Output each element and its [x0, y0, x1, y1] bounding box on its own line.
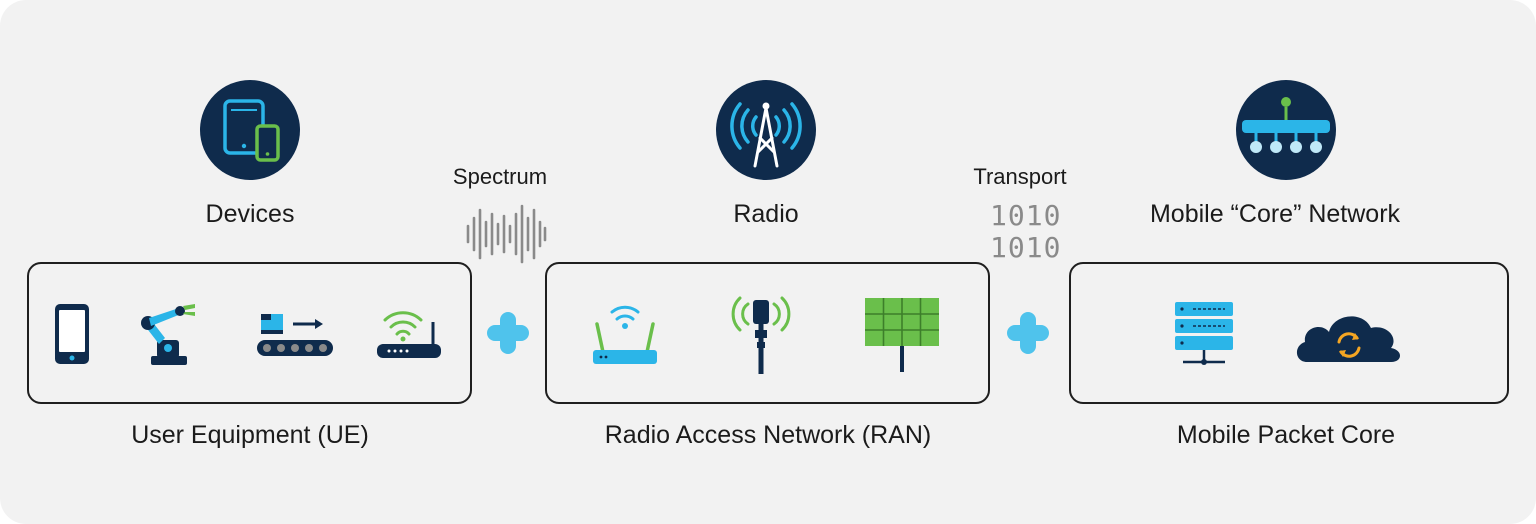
cloud-sync-icon	[1296, 316, 1400, 362]
spectrum-label: Spectrum	[452, 164, 548, 189]
waveform-icon	[466, 204, 547, 264]
wifi-access-point-icon	[593, 305, 657, 364]
core-group-label: Mobile Packet Core	[1176, 421, 1396, 449]
conveyor-icon	[257, 314, 333, 356]
robot-arm-icon	[141, 304, 195, 365]
antenna-panel-icon	[865, 298, 939, 372]
radio-tower-icon	[730, 102, 802, 168]
binary-line: 1010	[990, 231, 1062, 264]
plus-icon	[487, 312, 529, 354]
ue-group-box	[27, 262, 472, 404]
network-hub-icon	[1242, 97, 1330, 153]
core-group-box	[1069, 262, 1509, 404]
plus-icon	[1007, 312, 1049, 354]
devices-icon-circle	[200, 80, 300, 180]
core-network-label: Mobile “Core” Network	[1149, 200, 1401, 228]
devices-label: Devices	[205, 200, 295, 228]
ran-group-label: Radio Access Network (RAN)	[604, 421, 932, 449]
transport-label: Transport	[973, 164, 1067, 189]
binary-line: 1010	[990, 199, 1062, 232]
ue-group-label: User Equipment (UE)	[131, 421, 369, 449]
small-cell-antenna-icon	[731, 296, 791, 374]
server-stack-icon	[1175, 302, 1233, 365]
radio-icon-circle	[716, 80, 816, 180]
radio-label: Radio	[733, 200, 799, 228]
wifi-router-icon	[377, 311, 441, 358]
core-icon-circle	[1236, 80, 1336, 180]
smartphone-icon	[55, 304, 89, 364]
ran-group-box	[545, 262, 990, 404]
binary-icon: 1010 1010	[990, 200, 1060, 264]
tablet-phone-icon	[223, 99, 280, 162]
